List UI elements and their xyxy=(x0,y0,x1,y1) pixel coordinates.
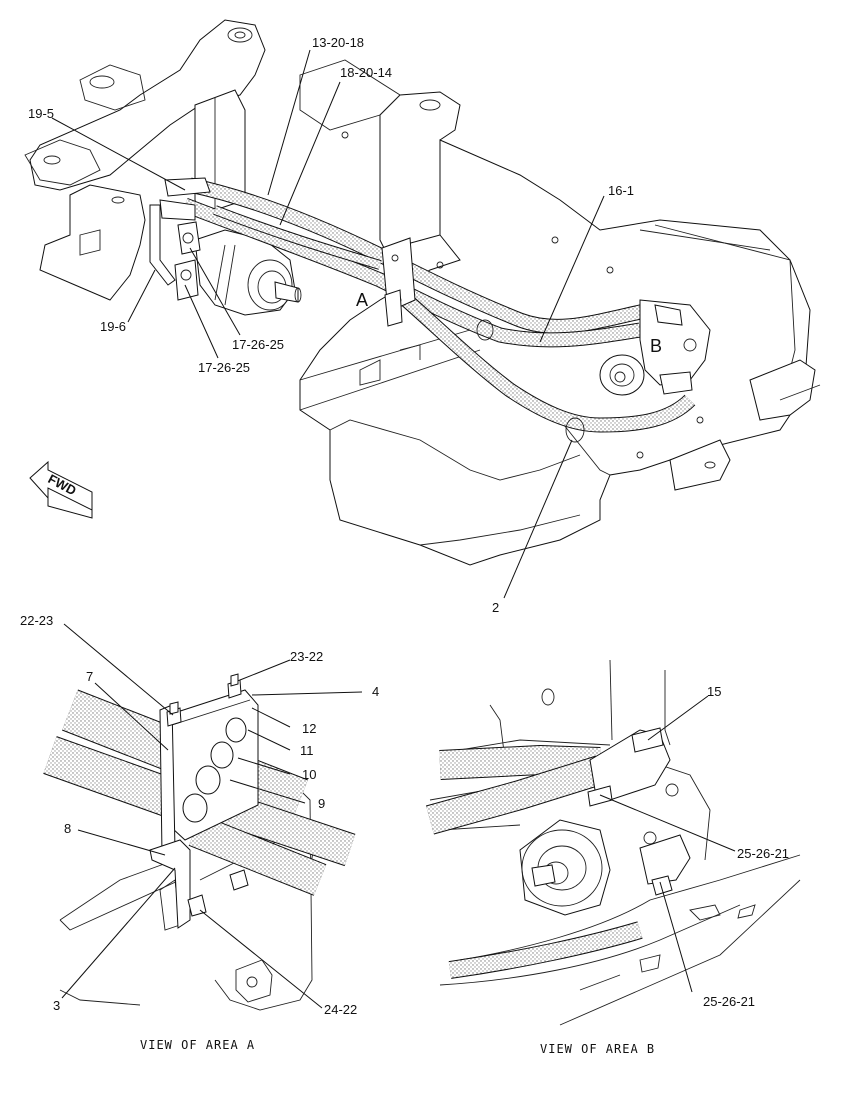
label-23-22: 23-22 xyxy=(290,649,323,664)
label-25-26-21-b: 25-26-21 xyxy=(703,994,755,1009)
label-19-6: 19-6 xyxy=(100,319,126,334)
label-22-23: 22-23 xyxy=(20,613,53,628)
label-16-1: 16-1 xyxy=(608,183,634,198)
label-8: 8 xyxy=(64,821,71,836)
upper-frame-bracket xyxy=(29,19,266,191)
label-17-26-25-b: 17-26-25 xyxy=(198,360,250,375)
main-assembly xyxy=(24,19,821,599)
label-2: 2 xyxy=(492,600,499,615)
caption-view-area-b: VIEW OF AREA B xyxy=(540,1042,655,1056)
hydraulic-motor xyxy=(194,229,302,316)
label-9: 9 xyxy=(318,796,325,811)
label-3: 3 xyxy=(53,998,60,1013)
caption-view-area-a: VIEW OF AREA A xyxy=(140,1038,255,1052)
label-12: 12 xyxy=(302,721,316,736)
label-15: 15 xyxy=(707,684,721,699)
label-area-a: A xyxy=(356,290,368,310)
label-7: 7 xyxy=(86,669,93,684)
label-4: 4 xyxy=(372,684,379,699)
label-11: 11 xyxy=(300,743,314,758)
label-18-20-14: 18-20-14 xyxy=(340,65,392,80)
hose-bundle xyxy=(182,177,696,433)
label-10: 10 xyxy=(302,767,316,782)
view-area-a xyxy=(43,623,363,1011)
label-19-5: 19-5 xyxy=(28,106,54,121)
forward-arrow-icon: FWD xyxy=(29,460,93,519)
view-area-b xyxy=(425,659,801,1026)
valve-area-b xyxy=(599,299,711,396)
frame-housing xyxy=(299,139,811,566)
label-24-22: 24-22 xyxy=(324,1002,357,1017)
label-17-26-25-a: 17-26-25 xyxy=(232,337,284,352)
lower-frame-bracket xyxy=(39,184,146,301)
label-area-b: B xyxy=(650,336,662,356)
label-13-20-18: 13-20-18 xyxy=(312,35,364,50)
label-25-26-21-a: 25-26-21 xyxy=(737,846,789,861)
